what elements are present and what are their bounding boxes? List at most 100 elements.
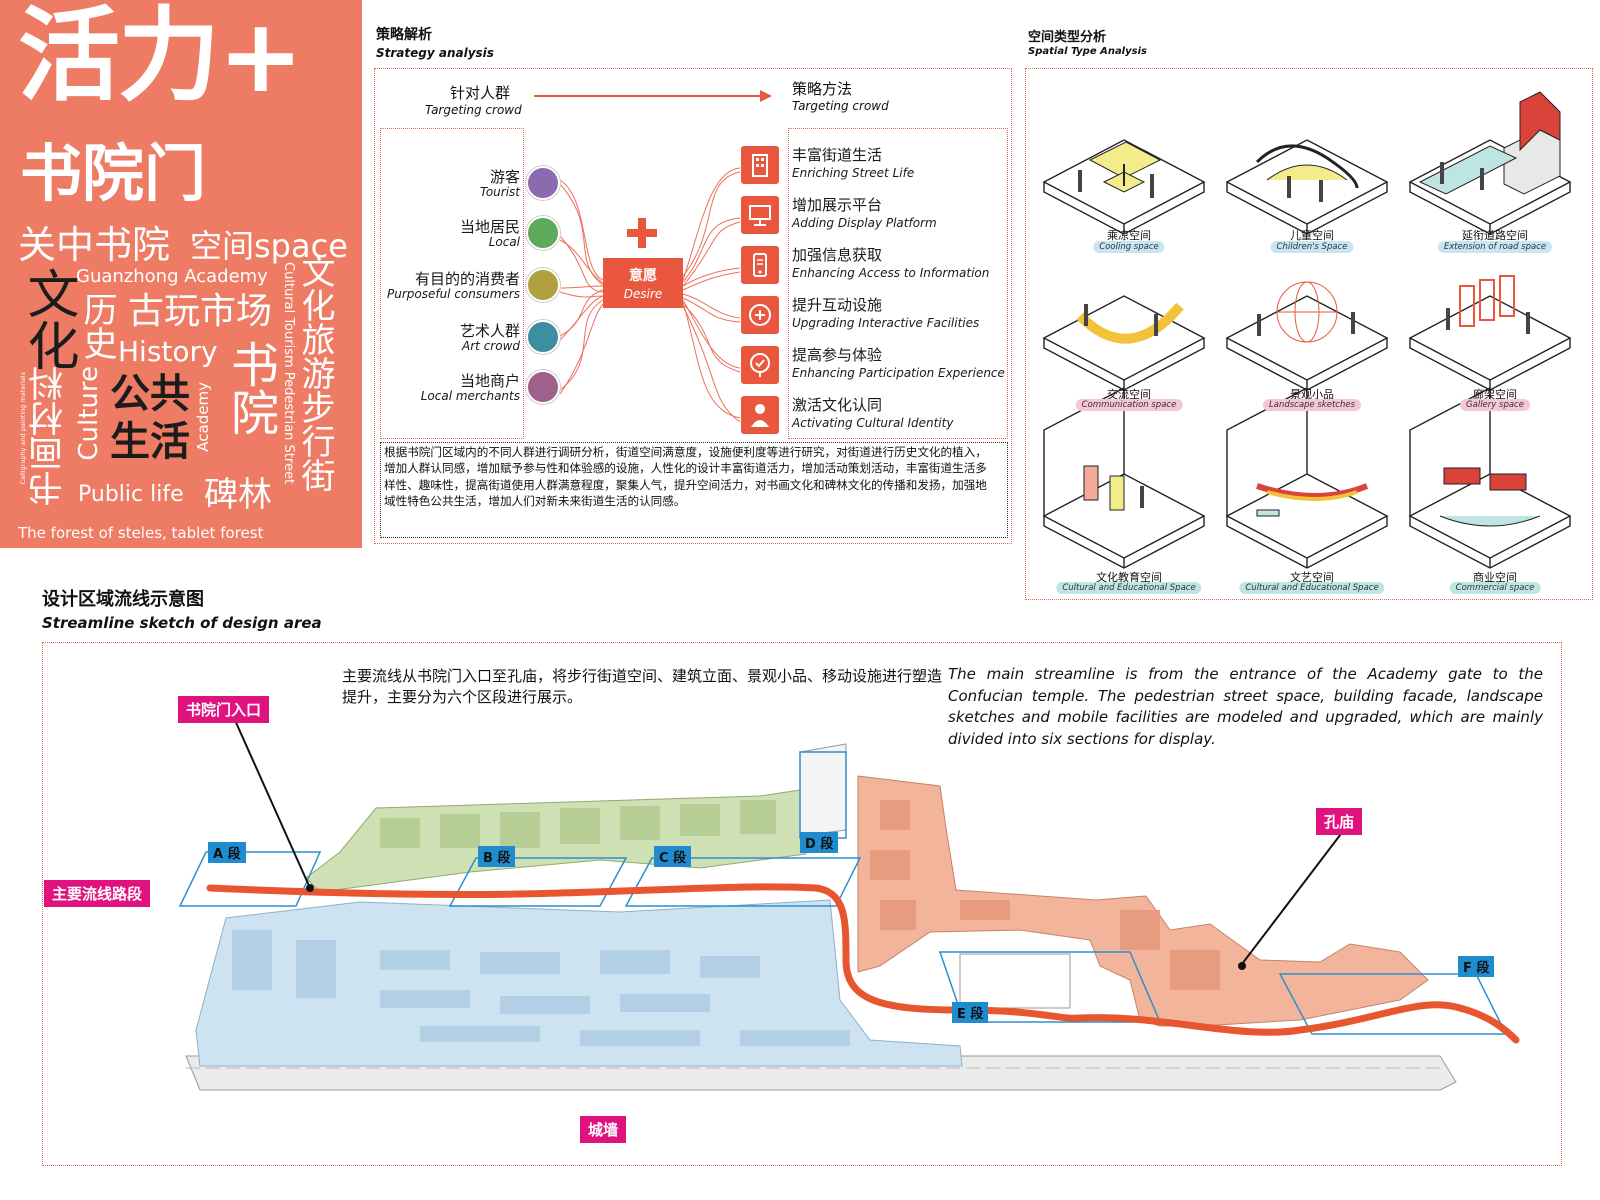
crowd-item: 当地商户 Local merchants <box>380 364 520 404</box>
strategy-heading-en: Strategy analysis <box>376 46 494 60</box>
spatial-type-label: 文化教育空间 <box>1096 571 1162 584</box>
temple-label: 孔庙 <box>1316 808 1363 835</box>
strategy-description: 根据书院门区域内的不同人群进行调研分析，街道空间满意度，设施便利度等进行研究，对… <box>384 445 987 509</box>
spatial-type-tag: Children's Space <box>1270 241 1354 253</box>
main-title: 活力+ <box>18 0 303 116</box>
spatial-type-card: 儿童空间 Children's Space <box>1222 78 1402 253</box>
desire-label-en: Desire <box>623 287 663 301</box>
strategy-label-en: Upgrading Interactive Facilities <box>792 316 980 330</box>
crowd-label: 当地商户 <box>459 372 520 390</box>
desire-label: 意愿 <box>629 268 657 284</box>
spatial-type-label: 乘凉空间 <box>1107 229 1151 242</box>
crowd-label-en: Local <box>488 235 520 249</box>
word-guanzhong-academy: Guanzhong Academy <box>76 266 268 287</box>
spatial-type-card: 文艺空间 Cultural and Educational Space <box>1222 414 1402 594</box>
spatial-type-label: 商业空间 <box>1473 571 1517 584</box>
strategy-label-en: Enhancing Participation Experience <box>792 366 1005 380</box>
streamline-description-en: The main streamline is from the entrance… <box>948 665 1543 748</box>
spatial-type-tag: Communication space <box>1075 399 1183 411</box>
crowd-frame <box>380 128 524 439</box>
streamline-heading-en: Streamline sketch of design area <box>42 614 322 632</box>
crowd-item: 游客 Tourist <box>380 160 520 200</box>
word-lishi: 历史 <box>77 292 117 360</box>
streamline-frame <box>42 642 1562 1166</box>
wall-label: 城墙 <box>580 1116 627 1143</box>
participation-icon <box>741 346 779 384</box>
method-label: 策略方法 <box>792 80 853 98</box>
segment-b-tag: B 段 <box>478 846 516 867</box>
segment-f-tag: F 段 <box>1458 956 1495 977</box>
spatial-type-card: 景观小品 Landscape sketches <box>1222 238 1402 411</box>
streamline-description: 主要流线从书院门入口至孔庙，将步行街道空间、建筑立面、景观小品、移动设施进行塑造… <box>342 667 943 706</box>
target-label: 针对人群 <box>450 84 511 102</box>
spatial-heading-en: Spatial Type Analysis <box>1028 46 1147 57</box>
crowd-label: 有目的的消费者 <box>414 270 520 288</box>
strategy-label: 加强信息获取 <box>792 246 883 264</box>
strategy-label-en: Activating Cultural Identity <box>792 416 954 430</box>
info-icon <box>741 246 779 284</box>
subtitle: 书院门 <box>20 137 207 210</box>
building-icon <box>741 146 779 184</box>
crowd-label: 艺术人群 <box>459 322 520 340</box>
merchant-photo <box>526 370 560 404</box>
word-guwan-shichang: 古玩市场 <box>128 291 273 332</box>
spatial-type-card: 廊架空间 Gallery space <box>1405 238 1585 411</box>
spatial-type-tag: Cultural and Educational Space <box>1056 582 1202 594</box>
spatial-type-tag: Commercial space <box>1449 582 1541 594</box>
spatial-type-label: 交流空间 <box>1107 388 1151 401</box>
crowd-label-en: Art crowd <box>462 339 520 353</box>
segment-e-tag: E 段 <box>952 1002 989 1023</box>
strategy-label: 提高参与体验 <box>792 346 883 364</box>
word-cultural-tourism: Cultural Tourism Pedestrian Street <box>281 262 296 485</box>
spatial-frame <box>1025 68 1593 600</box>
strategy-label: 激活文化认同 <box>792 396 883 414</box>
identity-icon <box>741 396 779 434</box>
streamline-heading: 设计区域流线示意图 <box>42 589 204 610</box>
strategy-label-en: Adding Display Platform <box>792 216 937 230</box>
method-frame <box>788 128 1008 439</box>
crowd-label-en: Tourist <box>479 185 520 199</box>
word-guanzhong-shuyuan: 关中书院 <box>18 223 171 267</box>
spatial-type-tag: Extension of road space <box>1437 241 1553 253</box>
description-frame <box>380 442 1008 538</box>
crowd-item: 有目的的消费者 Purposeful consumers <box>380 262 520 302</box>
target-label-en: Targeting crowd <box>425 103 522 117</box>
spatial-type-label: 儿童空间 <box>1290 229 1334 242</box>
crowd-item: 艺术人群 Art crowd <box>380 314 520 354</box>
word-beilin: 碑林 <box>204 475 272 515</box>
strategy-label: 丰富街道生活 <box>792 146 883 164</box>
spatial-type-card: 商业空间 Commercial space <box>1405 414 1585 594</box>
strategy-heading: 策略解析 <box>376 27 432 43</box>
strategy-label: 提升互动设施 <box>792 296 883 314</box>
crowd-label-en: Local merchants <box>420 389 520 403</box>
word-gonggong: 公共 <box>110 371 190 417</box>
spatial-type-card: 乘凉空间 Cooling space <box>1039 78 1219 253</box>
spatial-type-label: 延衔道路空间 <box>1462 229 1528 242</box>
spatial-heading: 空间类型分析 <box>1028 30 1107 45</box>
art-photo <box>526 320 560 354</box>
display-icon <box>741 196 779 234</box>
segment-a-tag: A 段 <box>208 842 246 863</box>
spatial-type-card: 延衔道路空间 Extension of road space <box>1405 78 1585 253</box>
word-shuyuan: 书院 <box>222 340 278 436</box>
word-history: History <box>118 335 218 368</box>
spatial-type-card: 文化教育空间 Cultural and Educational Space <box>1039 414 1219 594</box>
word-public-life: Public life <box>78 482 184 507</box>
tourist-photo <box>526 166 560 200</box>
word-forest: The forest of steles, tablet forest <box>18 524 264 542</box>
word-wenhua: 文化 <box>18 267 78 371</box>
crowd-label: 游客 <box>489 168 520 186</box>
method-label-en: Targeting crowd <box>792 99 889 113</box>
spatial-type-tag: Cultural and Educational Space <box>1239 582 1385 594</box>
segment-d-tag: D 段 <box>800 832 839 853</box>
spatial-type-card: 交流空间 Communication space <box>1039 238 1219 411</box>
strategy-frame <box>374 68 1012 544</box>
local-photo <box>526 216 560 250</box>
crowd-item: 当地居民 Local <box>380 210 520 250</box>
strategy-label: 增加展示平台 <box>792 196 883 214</box>
spatial-type-label: 廊架空间 <box>1473 388 1517 401</box>
spatial-type-label: 文艺空间 <box>1290 571 1334 584</box>
